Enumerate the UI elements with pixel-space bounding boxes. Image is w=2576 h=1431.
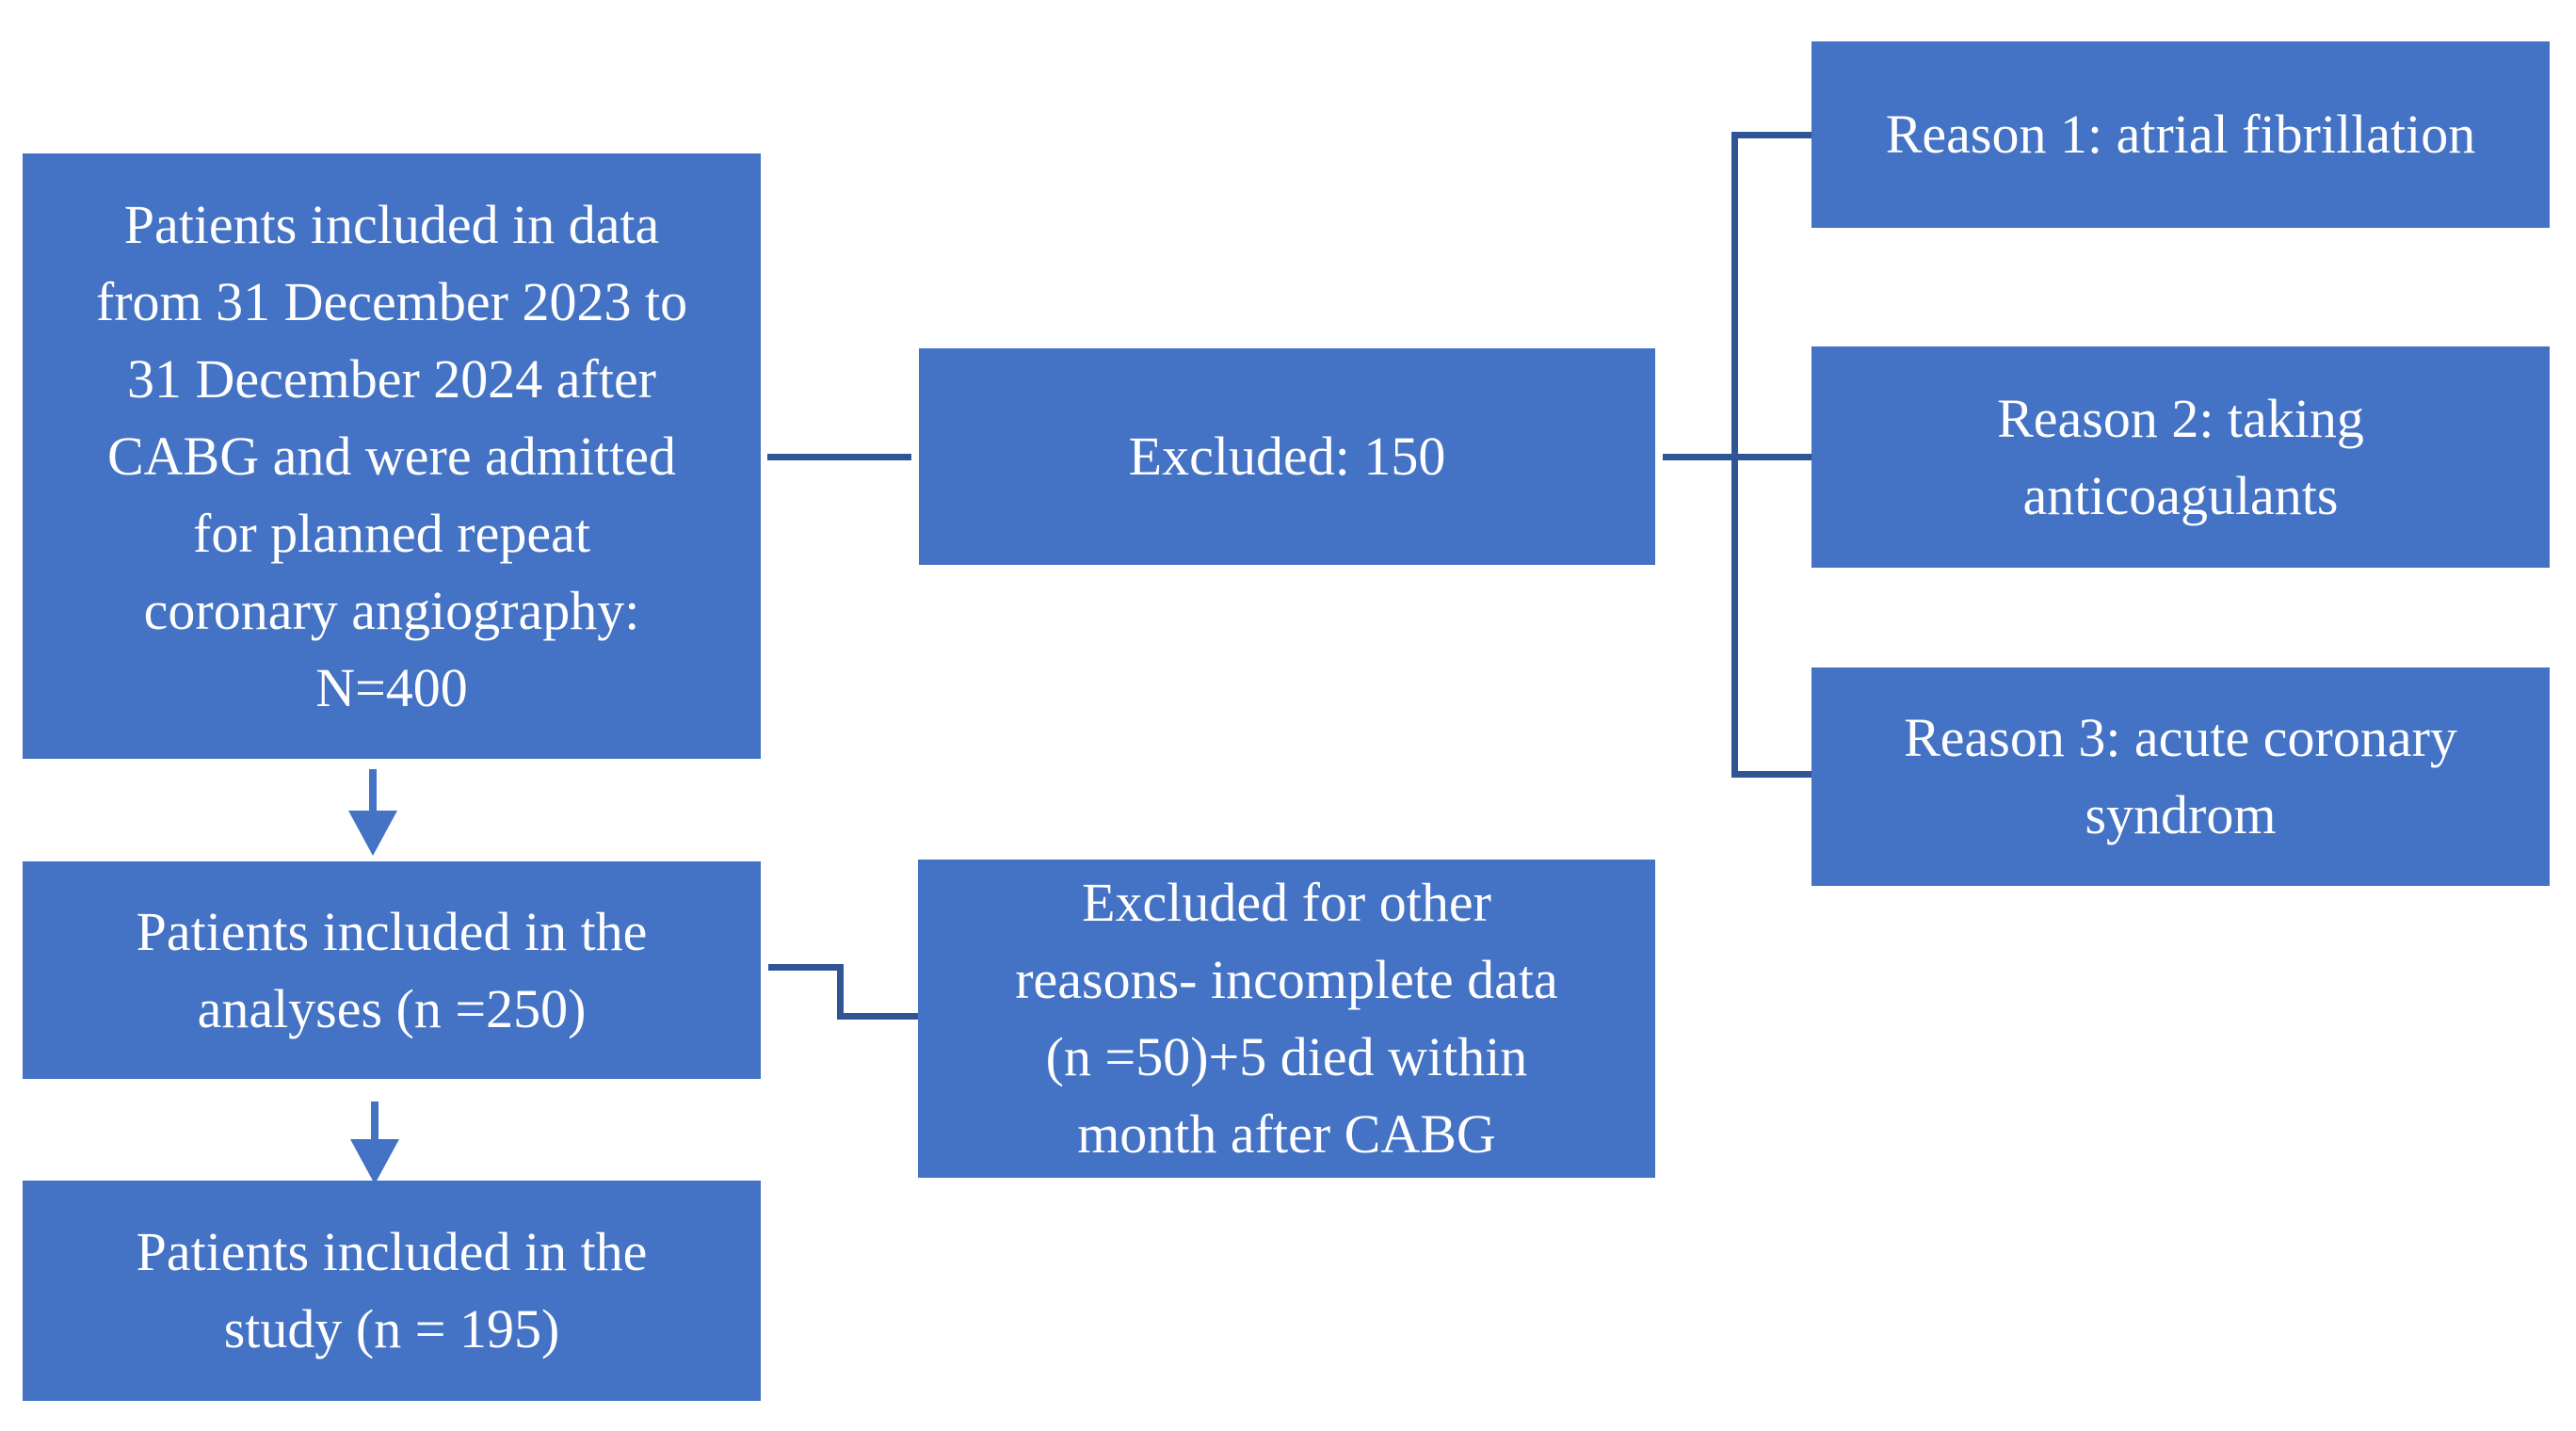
box-excluded: Excluded: 150 [919, 348, 1655, 565]
connector-analyses-to-excluded-other-seg2 [837, 964, 844, 1020]
box-excluded-label: Excluded: 150 [1128, 426, 1446, 487]
arrow-source-to-analyses-head [348, 811, 397, 856]
box-included-analyses: Patients included in the analyses (n =25… [23, 861, 761, 1079]
arrow-analyses-to-study-head [350, 1139, 399, 1184]
connector-source-to-excluded [767, 454, 911, 460]
box-source-population-label: Patients included in data from 31 Decemb… [95, 193, 688, 718]
box-reason-1: Reason 1: atrial fibrillation [1811, 41, 2550, 228]
connector-spine-to-reason-1 [1731, 132, 1811, 138]
connector-spine-to-reason-3 [1731, 771, 1813, 778]
box-reason-3-label: Reason 3: acute coronary syndrom [1904, 707, 2457, 845]
connector-analyses-to-excluded-other-seg1 [768, 964, 844, 971]
box-reason-3: Reason 3: acute coronary syndrom [1811, 667, 2550, 886]
box-included-study-label: Patients included in the study (n = 195) [136, 1221, 648, 1359]
box-excluded-other-reasons: Excluded for other reasons- incomplete d… [918, 860, 1655, 1178]
box-included-analyses-label: Patients included in the analyses (n =25… [136, 900, 648, 1039]
box-source-population: Patients included in data from 31 Decemb… [23, 153, 761, 759]
box-excluded-other-reasons-label: Excluded for other reasons- incomplete d… [1015, 872, 1558, 1165]
box-reason-2: Reason 2: taking anticoagulants [1811, 346, 2550, 568]
connector-analyses-to-excluded-other-seg3 [837, 1013, 919, 1020]
arrow-analyses-to-study-shaft [371, 1101, 378, 1145]
reasons-bracket-spine [1731, 132, 1738, 778]
box-reason-1-label: Reason 1: atrial fibrillation [1885, 104, 2476, 165]
box-reason-2-label: Reason 2: taking anticoagulants [1997, 387, 2364, 526]
arrow-source-to-analyses-shaft [369, 769, 377, 814]
box-included-study: Patients included in the study (n = 195) [23, 1181, 761, 1401]
